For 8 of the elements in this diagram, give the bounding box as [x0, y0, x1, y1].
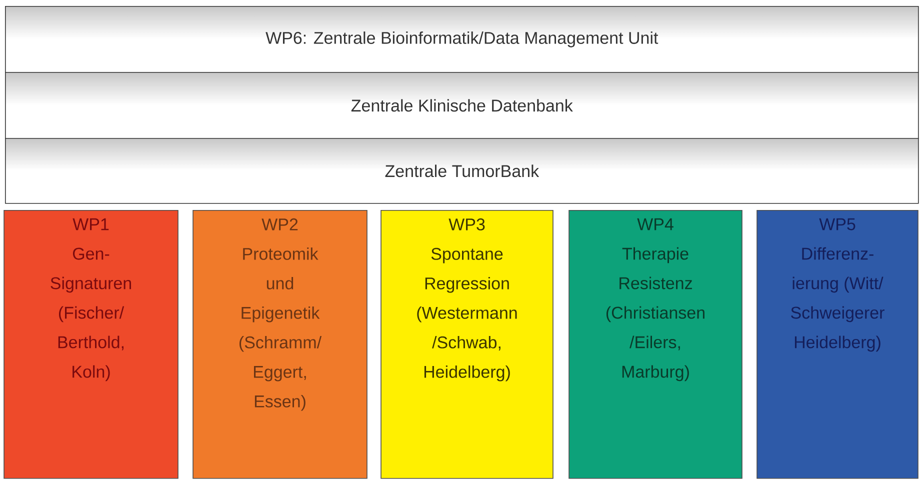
- work-package-box: WP1 Gen- Signaturen (Fischer/ Berthold, Koln): [4, 210, 178, 479]
- work-package-box: WP5 Differenz- ierung (Witt/ Schweigerer Heidelberg): [756, 210, 918, 479]
- layer-band: Zentrale TumorBank: [5, 138, 919, 204]
- layer-band: WP6: Zentrale Bioinformatik/Data Management Unit: [5, 6, 919, 73]
- work-package-box: WP2 Proteomik und Epigenetik (Schramm/ Eggert, Essen): [192, 210, 368, 479]
- work-package-box: WP3 Spontane Regression (Westermann /Schwab, Heidelberg): [380, 210, 554, 479]
- work-package-box: WP4 Therapie Resistenz (Christiansen /Eilers, Marburg): [568, 210, 742, 479]
- layer-band: Zentrale Klinische Datenbank: [5, 72, 919, 139]
